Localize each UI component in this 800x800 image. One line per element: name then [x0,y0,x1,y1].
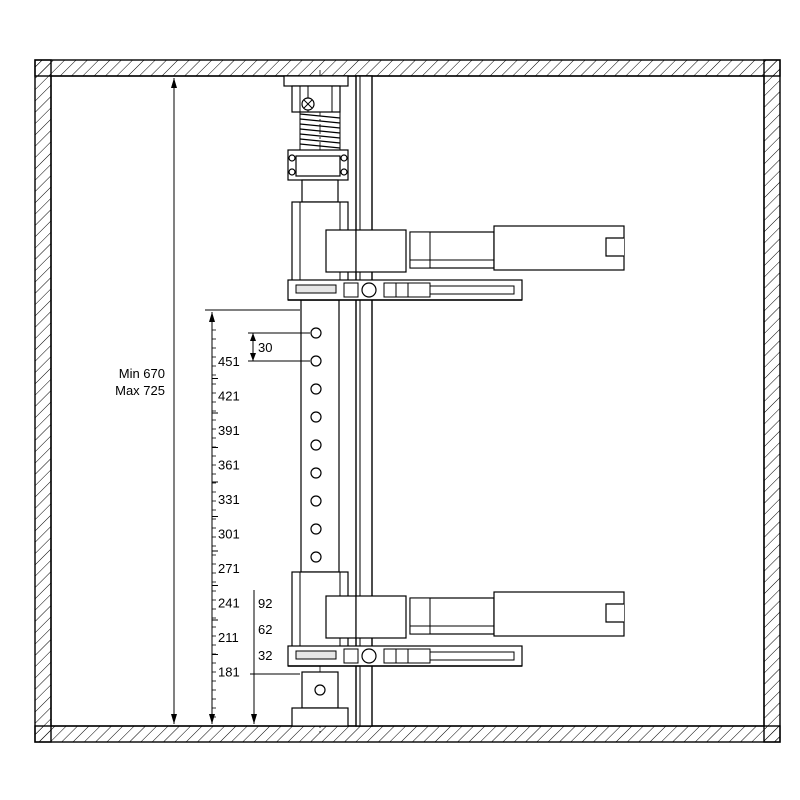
hole-icon [310,327,322,339]
lower-offset-dimension: 92 62 32 [250,590,300,724]
position-label: 391 [218,423,240,438]
position-label: 241 [218,596,240,611]
position-scale: 451 421 391 361 331 301 271 241 211 181 [205,309,300,724]
pivot-icon [361,648,377,664]
position-label: 211 [218,630,239,645]
position-label: 301 [218,527,240,542]
position-label: 181 [218,665,240,680]
hole-icon [310,495,322,507]
hole-icon [310,467,322,479]
hole-icon [310,439,322,451]
position-label: 361 [218,458,240,473]
position-label: 331 [218,492,240,507]
screw-icon [288,154,296,162]
hole-icon [310,355,322,367]
min-height-label: Min 670 [119,366,165,381]
screw-icon [340,154,348,162]
hole-icon [314,684,326,696]
hole-icon [310,383,322,395]
top-adjuster [283,75,349,203]
pitch-label: 30 [258,340,272,355]
bottom-foot [291,671,349,727]
adjustment-holes [310,327,322,591]
screw-icon [340,168,348,176]
hole-icon [310,523,322,535]
left-panel [34,59,52,743]
hole-pitch-dimension: 30 [248,332,310,362]
lower-shelf-bracket [287,591,625,667]
pivot-icon [361,282,377,298]
position-label: 451 [218,354,240,369]
hole-icon [310,551,322,563]
cabinet-interior [50,75,765,727]
offset-label: 32 [258,648,272,663]
right-panel [763,59,781,743]
knurled-nut-icon [301,97,315,111]
top-panel [34,59,781,77]
upper-shelf-bracket [287,225,625,301]
offset-label: 62 [258,622,272,637]
hole-icon [310,411,322,423]
max-height-label: Max 725 [115,383,165,398]
spring-icon [299,112,341,150]
overall-height-dimension: Min 670 Max 725 [115,78,177,724]
offset-label: 92 [258,596,272,611]
screw-icon [288,168,296,176]
cabinet-walls [34,59,781,743]
bottom-panel [34,725,781,743]
position-label: 421 [218,389,240,404]
position-label: 271 [218,561,240,576]
